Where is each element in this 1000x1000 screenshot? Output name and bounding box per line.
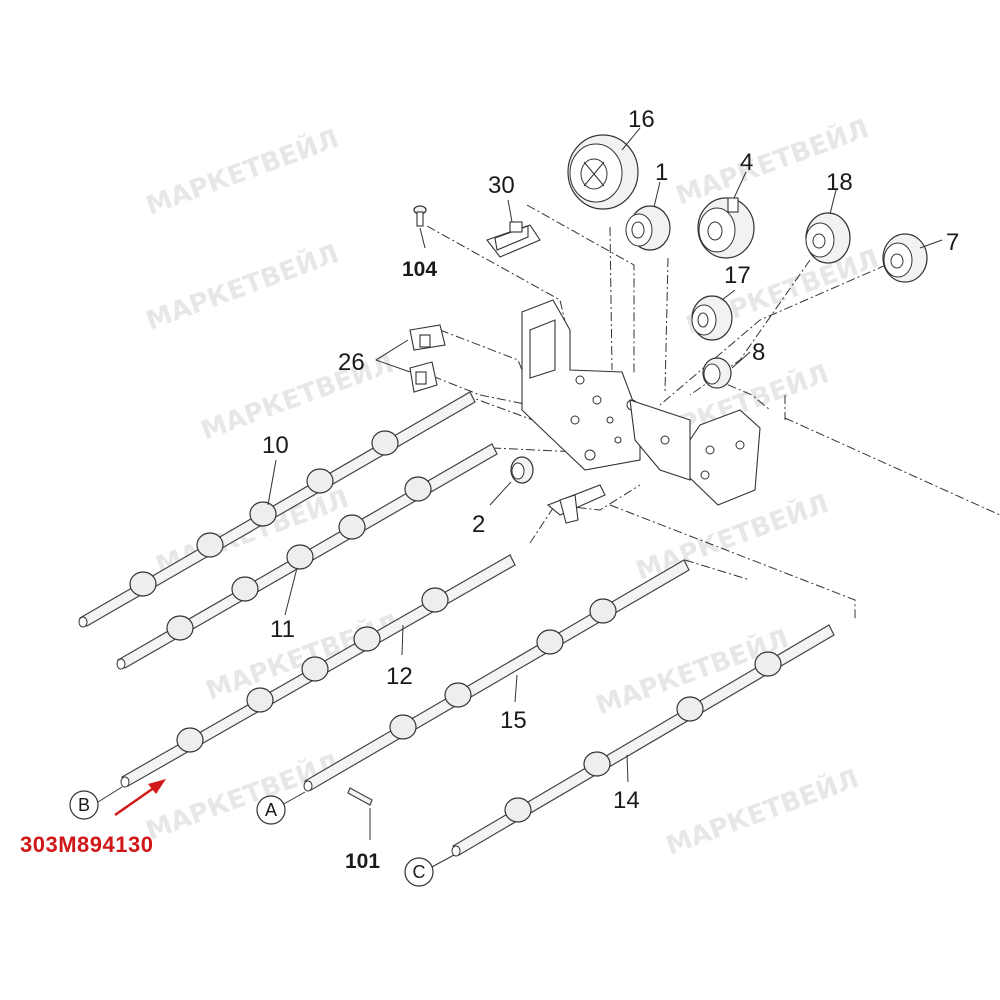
callout-18: 18 [826, 169, 853, 196]
lever-bracket [546, 484, 606, 524]
callout-8: 8 [752, 339, 765, 366]
callout-10: 10 [262, 432, 289, 459]
callout-1: 1 [655, 159, 668, 186]
reference-letter-c: C [413, 862, 426, 882]
callout-17: 17 [724, 262, 751, 289]
side-frame-left [521, 299, 641, 471]
callout-4: 4 [740, 149, 753, 176]
callout-labels: 16 1 4 18 7 17 8 30 104 26 10 2 11 12 15… [262, 106, 959, 873]
watermark-text: МАРКЕТВЕЙЛ [196, 347, 397, 446]
assembly-lines [416, 204, 1000, 620]
sensor-part-26 [409, 324, 446, 393]
leader-lines [97, 127, 943, 869]
reference-circle-c: C [404, 857, 434, 887]
callout-2: 2 [472, 511, 485, 538]
watermark-text: МАРКЕТВЕЙЛ [661, 762, 862, 861]
callout-15: 15 [500, 707, 527, 734]
bearing-part-17 [691, 295, 733, 341]
gear-part-4 [697, 197, 755, 259]
gear-part-18 [805, 212, 851, 264]
callout-104: 104 [402, 258, 437, 281]
watermark-text: МАРКЕТВЕЙЛ [201, 607, 402, 706]
callout-11: 11 [270, 616, 295, 643]
roller-shaft-part-11 [116, 443, 498, 670]
watermark-text: МАРКЕТВЕЙЛ [141, 747, 342, 846]
callout-12: 12 [386, 663, 413, 690]
pin-part-101 [347, 787, 373, 806]
screw-part-104 [413, 205, 427, 227]
gear-part-8 [702, 357, 732, 389]
gear-part-16 [567, 134, 639, 210]
callout-26: 26 [338, 349, 365, 376]
callout-14: 14 [613, 787, 640, 814]
gear-part-7 [882, 233, 928, 283]
callout-16: 16 [628, 106, 655, 133]
highlight-arrow [114, 779, 166, 817]
roller-shaft-part-15 [303, 559, 690, 792]
reference-letter-b: B [78, 795, 90, 815]
sensor-bracket-part-30 [486, 221, 541, 258]
highlighted-part-number: 303M894130 [20, 832, 153, 857]
callout-101: 101 [345, 850, 380, 873]
watermark-text: МАРКЕТВЕЙЛ [141, 237, 342, 336]
bearing-part-1 [625, 205, 671, 251]
callout-7: 7 [946, 229, 959, 256]
watermark-text: МАРКЕТВЕЙЛ [671, 112, 872, 211]
roller-shaft-part-10 [78, 391, 476, 628]
roller-shaft-part-14 [451, 624, 835, 857]
callout-30: 30 [488, 172, 515, 199]
bearing-part-2 [510, 456, 534, 484]
reference-circle-a: A [256, 795, 286, 825]
reference-letter-a: A [265, 800, 277, 820]
roller-shaft-part-12 [120, 554, 516, 788]
side-frame-right [629, 399, 761, 506]
watermark-text: МАРКЕТВЕЙЛ [631, 487, 832, 586]
watermark-text: МАРКЕТВЕЙЛ [141, 122, 342, 221]
reference-circle-b: B [69, 790, 99, 820]
